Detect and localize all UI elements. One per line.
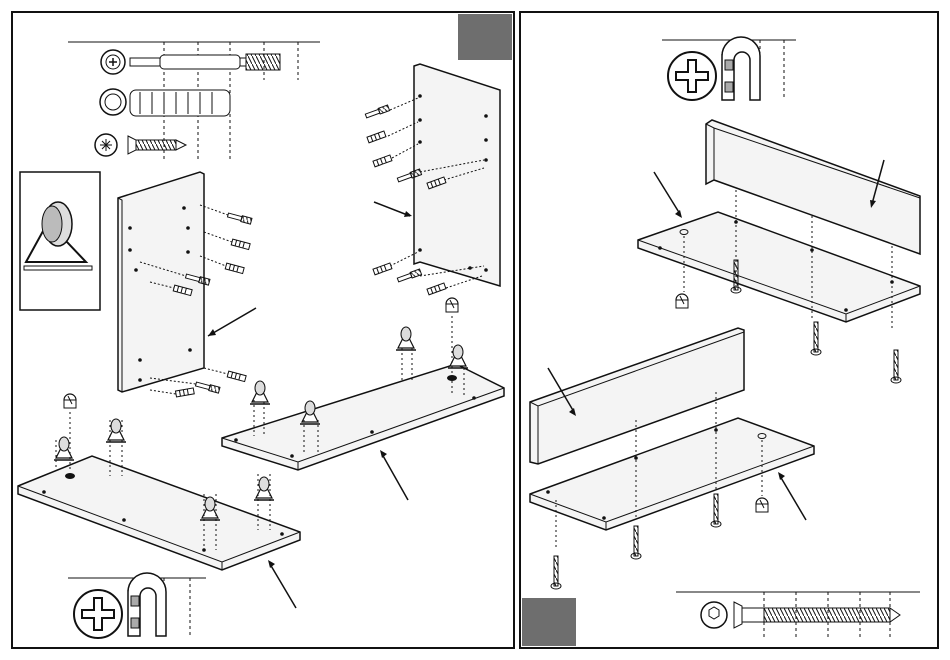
allen-key-icon bbox=[128, 573, 166, 636]
side-panel-right bbox=[414, 64, 500, 286]
step-tab-left bbox=[458, 14, 512, 60]
side-panel-left bbox=[118, 172, 204, 392]
wooden-dowel-icon bbox=[100, 89, 230, 116]
pointer-arrow bbox=[382, 454, 408, 500]
pointer-arrow bbox=[654, 172, 680, 214]
screw-icon bbox=[95, 134, 186, 156]
furniture-wheel-icon bbox=[20, 172, 100, 310]
pointer-arrow bbox=[780, 476, 806, 520]
pointer-arrow bbox=[270, 564, 296, 608]
arrow-head-icon bbox=[404, 211, 412, 217]
tools-left bbox=[68, 573, 206, 638]
right-page-frame bbox=[520, 12, 938, 648]
step-tab-right bbox=[522, 598, 576, 646]
arrow-head-icon bbox=[778, 472, 785, 480]
allen-key-icon bbox=[722, 37, 760, 100]
hardware-legend-left bbox=[68, 42, 320, 160]
phillips-screwdriver-icon bbox=[668, 52, 716, 100]
phillips-screwdriver-icon bbox=[74, 590, 122, 638]
long-hex-screw-icon bbox=[676, 592, 920, 640]
tools-right bbox=[662, 37, 796, 100]
pointer-arrow bbox=[374, 202, 410, 216]
arrow-head-icon bbox=[268, 560, 275, 568]
pointer-arrow bbox=[208, 308, 256, 336]
base-board-front bbox=[18, 456, 300, 570]
cam-bolt-icon bbox=[101, 50, 280, 74]
arrow-head-icon bbox=[380, 450, 387, 458]
